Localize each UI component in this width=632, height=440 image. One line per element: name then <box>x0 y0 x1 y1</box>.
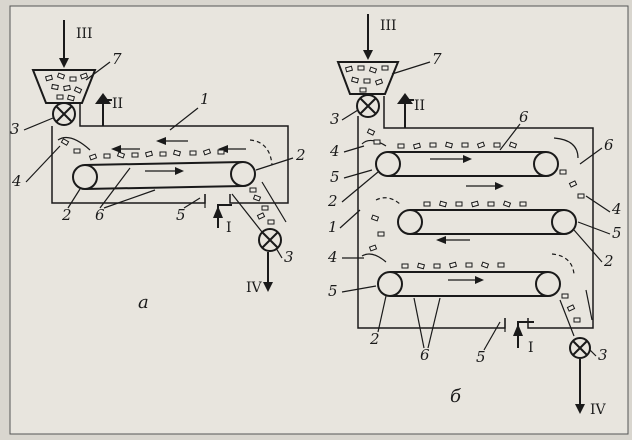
label-air-in-a: I <box>226 220 232 236</box>
label-belt-b-top: 6 <box>519 108 529 126</box>
belt-a <box>84 161 244 166</box>
label-distributor-a: 4 <box>11 172 22 190</box>
figure-frame <box>9 5 629 435</box>
label-drum-b-3: 2 <box>369 330 380 348</box>
diagram-a: 7 1 2 3 4 2 6 5 3 III II I IV а <box>10 20 306 313</box>
arrowhead <box>59 58 69 68</box>
caption-a: а <box>138 292 149 313</box>
label-hopper-a: 7 <box>112 50 122 68</box>
label-discharge-b: IV <box>590 402 607 418</box>
hopper-a <box>31 69 97 104</box>
label-air-out-a: II <box>112 96 123 112</box>
label-belt-b-upper-right: 6 <box>604 136 614 154</box>
air-inlet-b <box>517 321 534 348</box>
label-drum-b-1: 2 <box>327 192 338 210</box>
label-grid-b-1: 5 <box>330 168 340 186</box>
rotary-feeder-a-bottom <box>258 228 282 252</box>
label-air-in-b: I <box>528 340 534 356</box>
particles-a <box>44 72 275 225</box>
label-feeder-a-top: 3 <box>10 120 20 138</box>
label-drum-b-2: 2 <box>603 252 614 270</box>
label-grid-b-bottom: 5 <box>476 348 486 366</box>
label-feeder-b-top: 3 <box>330 110 340 128</box>
label-hopper-b: 7 <box>432 50 442 68</box>
label-grid-b-2: 5 <box>612 224 622 242</box>
label-chamber-a: 1 <box>200 90 210 108</box>
label-air-out-b: II <box>414 98 425 114</box>
label-feeder-b-bottom: 3 <box>598 346 608 364</box>
hopper-b <box>336 61 400 95</box>
label-distributor-b-1: 4 <box>329 142 340 160</box>
label-belt-b-bottom: 6 <box>420 346 430 364</box>
particles-b <box>344 65 585 323</box>
chute-b <box>559 299 575 337</box>
distributor-b-1 <box>361 139 387 147</box>
label-discharge-a: IV <box>246 280 263 296</box>
air-inlet-a <box>217 204 232 228</box>
rotary-feeder-a-top <box>52 102 76 126</box>
label-drum-a-left: 2 <box>61 206 72 224</box>
label-drum-a-right: 2 <box>295 146 306 164</box>
airflow-arrows-a <box>111 137 246 153</box>
rotary-feeder-b-top <box>356 94 380 118</box>
label-feeder-a-bottom: 3 <box>284 248 294 266</box>
chute-a <box>231 193 263 233</box>
label-distributor-b-3: 4 <box>327 248 338 266</box>
distributor-a <box>57 137 91 151</box>
label-grid-a: 5 <box>176 206 186 224</box>
distributor-b-3 <box>361 253 387 263</box>
label-belt-a: 6 <box>95 206 105 224</box>
distributor-b-2 <box>553 137 579 159</box>
label-grid-b-3: 5 <box>328 282 338 300</box>
label-chamber-b: 1 <box>328 218 338 236</box>
label-feed-b: III <box>380 18 397 34</box>
rotary-feeder-b-bottom <box>569 337 591 359</box>
label-distributor-b-2: 4 <box>611 200 622 218</box>
caption-b: б <box>450 386 462 407</box>
diagram-b: 7 3 6 6 4 5 2 1 4 5 2 4 5 2 6 5 3 III <box>327 14 622 418</box>
label-feed-a: III <box>76 26 93 42</box>
